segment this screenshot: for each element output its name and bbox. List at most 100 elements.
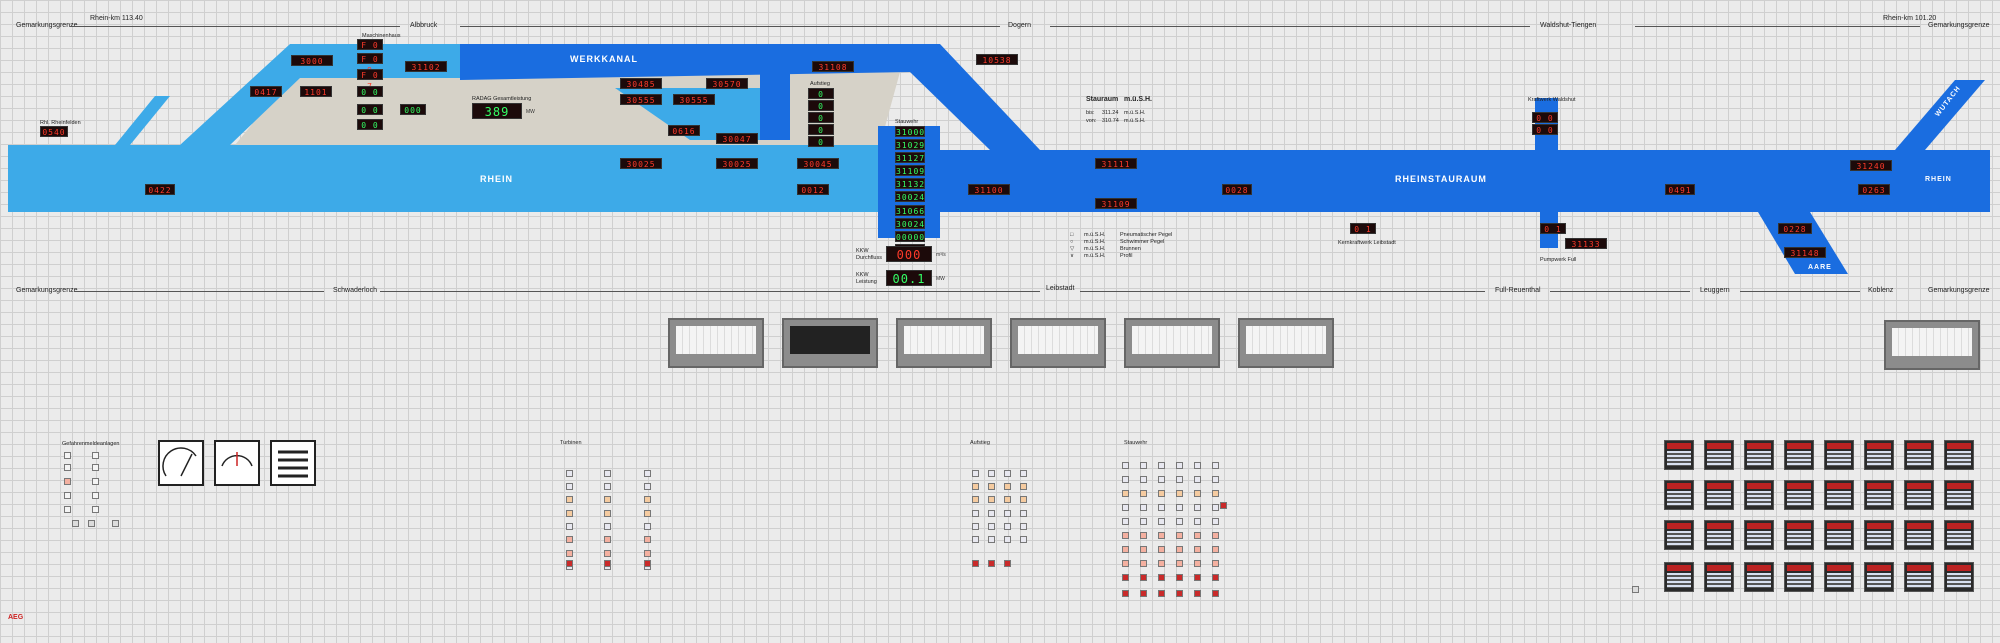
aufstieg-stop-key-0[interactable]: [972, 560, 979, 567]
stauwehr-extra-key[interactable]: [1220, 502, 1227, 509]
aufstieg-key-2-3[interactable]: [1004, 510, 1011, 517]
stauwehr-key-1-4[interactable]: [1140, 518, 1147, 525]
stauwehr-key-3-3[interactable]: [1176, 504, 1183, 511]
turbine-stop-key-0[interactable]: [566, 560, 573, 567]
stauwehr-key-4-6[interactable]: [1194, 546, 1201, 553]
stauwehr-key-5-9[interactable]: [1212, 590, 1219, 597]
stauwehr-key-5-8[interactable]: [1212, 574, 1219, 581]
aufstieg-key-1-0[interactable]: [988, 470, 995, 477]
stauwehr-key-2-4[interactable]: [1158, 518, 1165, 525]
turbine-key-1-6[interactable]: [604, 550, 611, 557]
turbine-key-2-5[interactable]: [644, 536, 651, 543]
stauwehr-key-1-7[interactable]: [1140, 560, 1147, 567]
aufstieg-key-0-1[interactable]: [972, 483, 979, 490]
stauwehr-key-1-9[interactable]: [1140, 590, 1147, 597]
alarm-key-8[interactable]: [92, 492, 99, 499]
aufstieg-key-3-1[interactable]: [1020, 483, 1027, 490]
stauwehr-key-1-5[interactable]: [1140, 532, 1147, 539]
aufstieg-stop-key-2[interactable]: [1004, 560, 1011, 567]
stauwehr-key-5-4[interactable]: [1212, 518, 1219, 525]
stauwehr-key-5-6[interactable]: [1212, 546, 1219, 553]
alarm-small-key-2[interactable]: [112, 520, 119, 527]
stauwehr-key-0-5[interactable]: [1122, 532, 1129, 539]
aufstieg-key-1-2[interactable]: [988, 496, 995, 503]
alarm-key-0[interactable]: [64, 452, 71, 459]
aufstieg-key-2-5[interactable]: [1004, 536, 1011, 543]
aufstieg-key-3-5[interactable]: [1020, 536, 1027, 543]
stauwehr-key-0-4[interactable]: [1122, 518, 1129, 525]
turbine-key-0-0[interactable]: [566, 470, 573, 477]
turbine-key-1-5[interactable]: [604, 536, 611, 543]
alarm-key-5[interactable]: [92, 452, 99, 459]
stauwehr-key-0-2[interactable]: [1122, 490, 1129, 497]
stauwehr-key-1-0[interactable]: [1140, 462, 1147, 469]
aux-key[interactable]: [1632, 586, 1639, 593]
turbine-key-1-2[interactable]: [604, 496, 611, 503]
stauwehr-key-0-3[interactable]: [1122, 504, 1129, 511]
aufstieg-key-1-3[interactable]: [988, 510, 995, 517]
stauwehr-key-0-6[interactable]: [1122, 546, 1129, 553]
aufstieg-key-1-5[interactable]: [988, 536, 995, 543]
aufstieg-key-0-3[interactable]: [972, 510, 979, 517]
aufstieg-key-3-2[interactable]: [1020, 496, 1027, 503]
turbine-key-2-6[interactable]: [644, 550, 651, 557]
stauwehr-key-5-5[interactable]: [1212, 532, 1219, 539]
turbine-key-2-1[interactable]: [644, 483, 651, 490]
turbine-key-1-0[interactable]: [604, 470, 611, 477]
stauwehr-key-3-6[interactable]: [1176, 546, 1183, 553]
alarm-key-2[interactable]: [64, 478, 71, 485]
aufstieg-key-2-0[interactable]: [1004, 470, 1011, 477]
stauwehr-key-4-0[interactable]: [1194, 462, 1201, 469]
stauwehr-key-3-4[interactable]: [1176, 518, 1183, 525]
stauwehr-key-2-5[interactable]: [1158, 532, 1165, 539]
stauwehr-key-3-2[interactable]: [1176, 490, 1183, 497]
stauwehr-key-3-0[interactable]: [1176, 462, 1183, 469]
aufstieg-key-3-0[interactable]: [1020, 470, 1027, 477]
stauwehr-key-2-7[interactable]: [1158, 560, 1165, 567]
stauwehr-key-4-1[interactable]: [1194, 476, 1201, 483]
turbine-key-1-1[interactable]: [604, 483, 611, 490]
aufstieg-key-0-2[interactable]: [972, 496, 979, 503]
aufstieg-key-0-0[interactable]: [972, 470, 979, 477]
turbine-key-0-4[interactable]: [566, 523, 573, 530]
stauwehr-key-5-3[interactable]: [1212, 504, 1219, 511]
stauwehr-key-1-3[interactable]: [1140, 504, 1147, 511]
stauwehr-key-2-8[interactable]: [1158, 574, 1165, 581]
stauwehr-key-5-1[interactable]: [1212, 476, 1219, 483]
stauwehr-key-2-3[interactable]: [1158, 504, 1165, 511]
stauwehr-key-4-2[interactable]: [1194, 490, 1201, 497]
alarm-key-6[interactable]: [92, 464, 99, 471]
turbine-key-2-0[interactable]: [644, 470, 651, 477]
aufstieg-key-3-4[interactable]: [1020, 523, 1027, 530]
stauwehr-key-4-8[interactable]: [1194, 574, 1201, 581]
stauwehr-key-1-6[interactable]: [1140, 546, 1147, 553]
aufstieg-key-0-4[interactable]: [972, 523, 979, 530]
stauwehr-key-3-5[interactable]: [1176, 532, 1183, 539]
stauwehr-key-0-0[interactable]: [1122, 462, 1129, 469]
turbine-key-0-5[interactable]: [566, 536, 573, 543]
stauwehr-key-4-3[interactable]: [1194, 504, 1201, 511]
stauwehr-key-5-0[interactable]: [1212, 462, 1219, 469]
aufstieg-key-1-1[interactable]: [988, 483, 995, 490]
stauwehr-key-0-9[interactable]: [1122, 590, 1129, 597]
stauwehr-key-3-9[interactable]: [1176, 590, 1183, 597]
aufstieg-key-0-5[interactable]: [972, 536, 979, 543]
stauwehr-key-5-7[interactable]: [1212, 560, 1219, 567]
stauwehr-key-4-4[interactable]: [1194, 518, 1201, 525]
aufstieg-key-2-2[interactable]: [1004, 496, 1011, 503]
aufstieg-key-2-4[interactable]: [1004, 523, 1011, 530]
stauwehr-key-3-1[interactable]: [1176, 476, 1183, 483]
aufstieg-key-2-1[interactable]: [1004, 483, 1011, 490]
stauwehr-key-0-1[interactable]: [1122, 476, 1129, 483]
turbine-key-0-6[interactable]: [566, 550, 573, 557]
stauwehr-key-2-1[interactable]: [1158, 476, 1165, 483]
stauwehr-key-1-1[interactable]: [1140, 476, 1147, 483]
alarm-key-7[interactable]: [92, 478, 99, 485]
alarm-small-key-1[interactable]: [88, 520, 95, 527]
alarm-key-3[interactable]: [64, 492, 71, 499]
stauwehr-key-2-0[interactable]: [1158, 462, 1165, 469]
stauwehr-key-1-2[interactable]: [1140, 490, 1147, 497]
stauwehr-key-3-7[interactable]: [1176, 560, 1183, 567]
alarm-key-1[interactable]: [64, 464, 71, 471]
turbine-key-0-2[interactable]: [566, 496, 573, 503]
